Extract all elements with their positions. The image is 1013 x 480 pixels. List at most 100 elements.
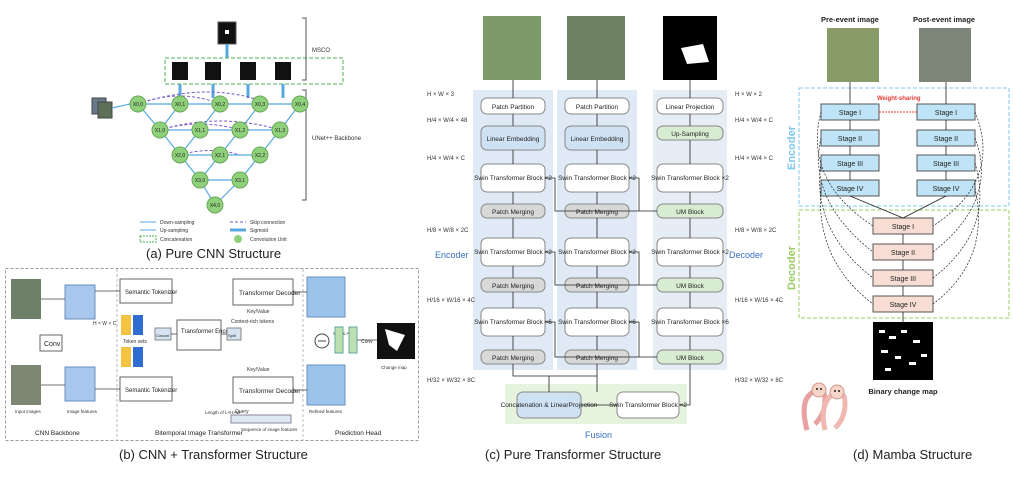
keyvalue-label: Key/Value <box>247 367 270 373</box>
post-image-c <box>567 16 625 80</box>
node-label: X1,2 <box>235 128 246 134</box>
convolution-units <box>129 95 309 214</box>
hwc-label: H × W × C <box>93 321 117 327</box>
svg-text:Concatenation: Concatenation <box>160 237 192 243</box>
mamba-diagram: Pre-event image Post-event image Encoder… <box>786 15 1010 431</box>
change-map-label: Change map <box>381 365 407 370</box>
decoder-box <box>798 209 1010 319</box>
token-sets-label: Token sets <box>123 339 147 345</box>
node-label: X2,2 <box>255 153 266 159</box>
caption-d: (d) Mamba Structure <box>853 447 973 462</box>
swin-diagram: Fusion Encoder Decoder H × W × 3 H/4 × W… <box>425 0 785 442</box>
semantic-tokenizer-2 <box>119 376 173 402</box>
fusion-swin-block: Swin Transformer Block ×2 <box>609 402 687 409</box>
node-label: X0,2 <box>215 102 226 108</box>
dec-stage-4: Stage IV <box>890 302 917 309</box>
input-images-label: Input images <box>15 409 42 414</box>
tenc-label: Transformer Encoder <box>181 329 237 335</box>
svg-text:Sigmoid: Sigmoid <box>250 228 268 234</box>
svg-text:Up-sampling: Up-sampling <box>160 228 188 234</box>
dim-right: H/4 × W/4 × C <box>735 118 774 124</box>
caption-a: (a) Pure CNN Structure <box>146 246 282 261</box>
node-label: X1,0 <box>155 128 166 134</box>
swin-block-1b: Swin Transformer Block ×2 <box>474 249 552 256</box>
node-label: X0,4 <box>295 102 306 108</box>
split-label: Split <box>228 333 237 338</box>
pre-event-image <box>827 28 879 82</box>
node-label: X4,0 <box>210 203 221 209</box>
up-sampling: Up-Sampling <box>671 131 709 138</box>
dim-right: H/4 × W/4 × C <box>735 156 774 162</box>
node-label: X3,1 <box>235 178 246 184</box>
dim-right: H/16 × W/16 × 4C <box>735 298 784 304</box>
swin-block-2a: Swin Transformer Block ×2 <box>558 175 636 182</box>
input-image-t2 <box>11 365 41 405</box>
patch-merging-1a: Patch Merging <box>492 209 534 216</box>
enc-stage-2-right: Stage II <box>934 136 958 143</box>
encoder-label-d: Encoder <box>786 125 798 170</box>
concat-label: Concat <box>156 333 170 338</box>
dec-stage-3: Stage III <box>890 276 916 283</box>
decoder-label: Decoder <box>729 250 763 260</box>
post-event-image <box>919 28 971 82</box>
msco-maps <box>172 62 291 80</box>
panel-b-cnn-transformer: Conv H × W × C Semantic Tokenizer Semant… <box>5 265 420 480</box>
section-cnn-backbone: CNN Backbone <box>35 430 80 437</box>
mamba-snake-illustration <box>801 382 848 431</box>
patch-merging-2a: Patch Merging <box>576 209 618 216</box>
sequence-strip <box>230 414 292 424</box>
conv-label: Conv <box>44 341 61 348</box>
enc-stage-1-left: Stage I <box>839 110 861 117</box>
node-label: X3,0 <box>195 178 206 184</box>
enc-stage-2-left: Stage II <box>838 136 862 143</box>
dec-stage-1: Stage I <box>892 224 914 231</box>
enc-stage-3-left: Stage III <box>837 161 863 168</box>
svg-text:Skip connection: Skip connection <box>250 220 286 226</box>
tdec-label: Transformer Decoder <box>239 388 301 395</box>
dec-stage-2: Stage II <box>891 250 915 257</box>
context-tokens-label: Context-rich tokens <box>231 319 275 325</box>
pre-image-c <box>483 16 541 80</box>
sem-tok-label: Semantic Tokenizer <box>125 290 177 296</box>
refined-feature-2 <box>306 364 346 406</box>
node-label: X2,1 <box>215 153 226 159</box>
dim-left: H/16 × W/16 × 4C <box>427 298 476 304</box>
msco-label: MSCO <box>312 48 330 54</box>
transformer-decoder-2 <box>232 376 294 404</box>
dim-left: H/8 × W/8 × 2C <box>427 228 469 234</box>
node-label: X1,1 <box>195 128 206 134</box>
refined-feature-1 <box>306 276 346 318</box>
concat-linear-projection: Concatenation & LinearProjection <box>501 402 598 409</box>
fusion-label: Fusion <box>585 430 612 440</box>
dim-right: H/8 × W/8 × 2C <box>735 228 777 234</box>
linear-projection: Linear Projection <box>666 104 715 111</box>
patch-merging-2b: Patch Merging <box>576 283 618 290</box>
node-label: X0,0 <box>133 102 144 108</box>
decoder-label-d: Decoder <box>786 245 798 290</box>
image-features-label: Image features <box>67 409 98 414</box>
dim-left: H/4 × W/4 × C <box>427 156 466 162</box>
panel-a-pure-cnn: MSCO UNet++ Backbone X0,0 X0,1 X0,2 X0,3… <box>80 0 420 265</box>
dim-left: H × W × 3 <box>427 92 455 98</box>
query-label: Query <box>235 409 249 415</box>
dim-right: H × W × 2 <box>735 92 763 98</box>
node-label: X1,3 <box>275 128 286 134</box>
section-bit: Bitemporal Image Transformer <box>155 430 244 437</box>
swin-block-2c: Swin Transformer Block ×6 <box>558 319 636 326</box>
enc-stage-1-right: Stage I <box>935 110 957 117</box>
panel-c-pure-transformer: Fusion Encoder Decoder H × W × 3 H/4 × W… <box>425 0 785 480</box>
linear-embedding-2: Linear Embedding <box>571 136 624 143</box>
caption-b: (b) CNN + Transformer Structure <box>119 447 308 462</box>
patch-merging-2c: Patch Merging <box>576 355 618 362</box>
linear-embedding-1: Linear Embedding <box>487 136 540 143</box>
dim-right: H/32 × W/32 × 8C <box>735 378 784 384</box>
panel-a-legend: Down-sampling Skip connection Up-samplin… <box>139 220 287 243</box>
semantic-tokenizer-1 <box>119 278 173 304</box>
conv-box <box>39 334 63 352</box>
enc-stage-4-right: Stage IV <box>933 186 960 193</box>
token-sets <box>121 315 143 367</box>
patch-merging-1c: Patch Merging <box>492 355 534 362</box>
bit-diagram: Conv H × W × C Semantic Tokenizer Semant… <box>5 268 419 441</box>
dim-left: H/4 × W/4 × 48 <box>427 118 468 124</box>
swin-block-2b: Swin Transformer Block ×2 <box>558 249 636 256</box>
